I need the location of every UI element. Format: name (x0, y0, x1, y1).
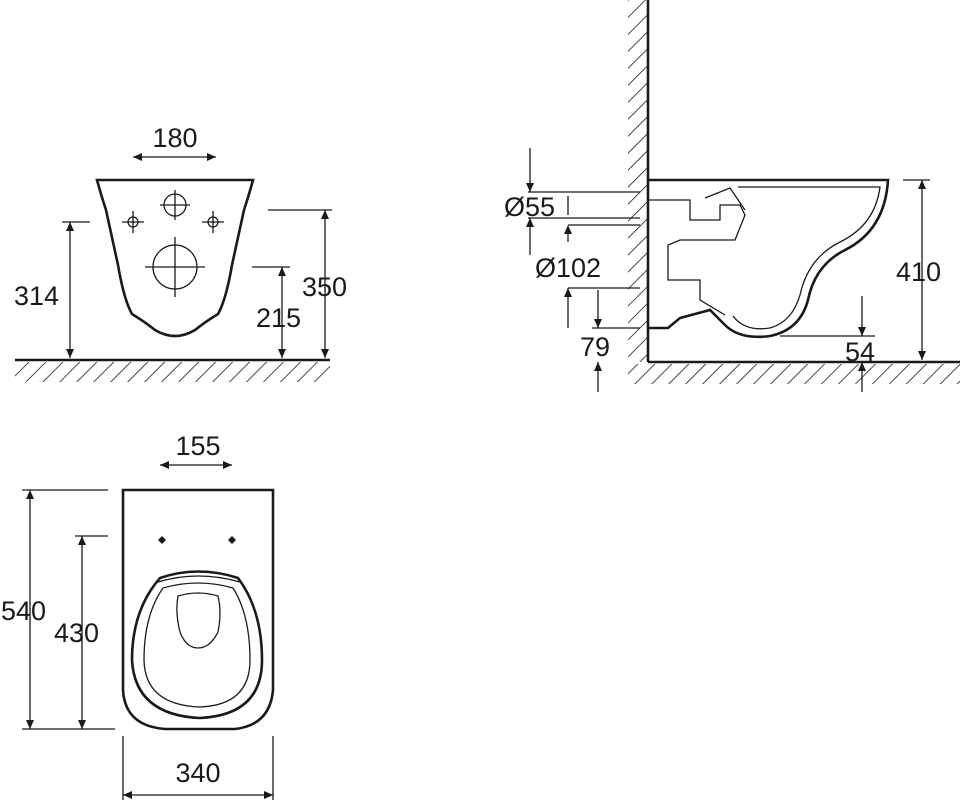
front-outlet-height-label: 215 (256, 303, 301, 333)
side-outlet-height-label: 79 (580, 332, 610, 362)
top-seat-outer (130, 570, 264, 720)
side-flush-inlet (704, 187, 746, 211)
front-mount-hole-right (202, 211, 224, 233)
top-seat-inner (143, 582, 251, 708)
front-outlet-hole (145, 237, 205, 297)
front-hole-spacing-label: 180 (152, 123, 197, 153)
top-view: 155 540 430 340 (1, 431, 275, 800)
top-bolt-hole-left (158, 536, 166, 544)
side-total-height-label: 410 (896, 257, 941, 287)
side-wall-hatch (628, 0, 648, 362)
side-outlet-diameter-label: Ø102 (535, 253, 601, 283)
top-seat-hinge (157, 575, 241, 583)
side-inlet-diameter-label: Ø55 (504, 192, 555, 222)
side-floor-hatch (628, 364, 960, 384)
front-total-height-label: 350 (302, 272, 347, 302)
side-bowl-inner (732, 186, 881, 330)
front-mount-hole-left (122, 211, 144, 233)
front-floor-hatch (15, 362, 330, 382)
top-total-length-label: 540 (1, 596, 46, 626)
side-bowl-outline (648, 178, 890, 339)
side-inner-trap (648, 199, 746, 316)
top-bolt-spacing-label: 155 (175, 431, 220, 461)
top-bowl-length-label: 430 (54, 618, 99, 648)
side-pan-offset-label: 54 (845, 337, 875, 367)
front-mount-hole-top (160, 190, 190, 220)
front-bowl-outline (95, 178, 255, 338)
top-body-outline (121, 488, 275, 731)
front-view: 180 314 350 215 (14, 123, 347, 382)
top-bolt-hole-right (228, 536, 236, 544)
front-inlet-height-label: 314 (14, 281, 59, 311)
top-width-label: 340 (175, 758, 220, 788)
side-view: Ø55 Ø102 79 410 54 (504, 0, 960, 392)
top-drain-opening (176, 592, 221, 649)
